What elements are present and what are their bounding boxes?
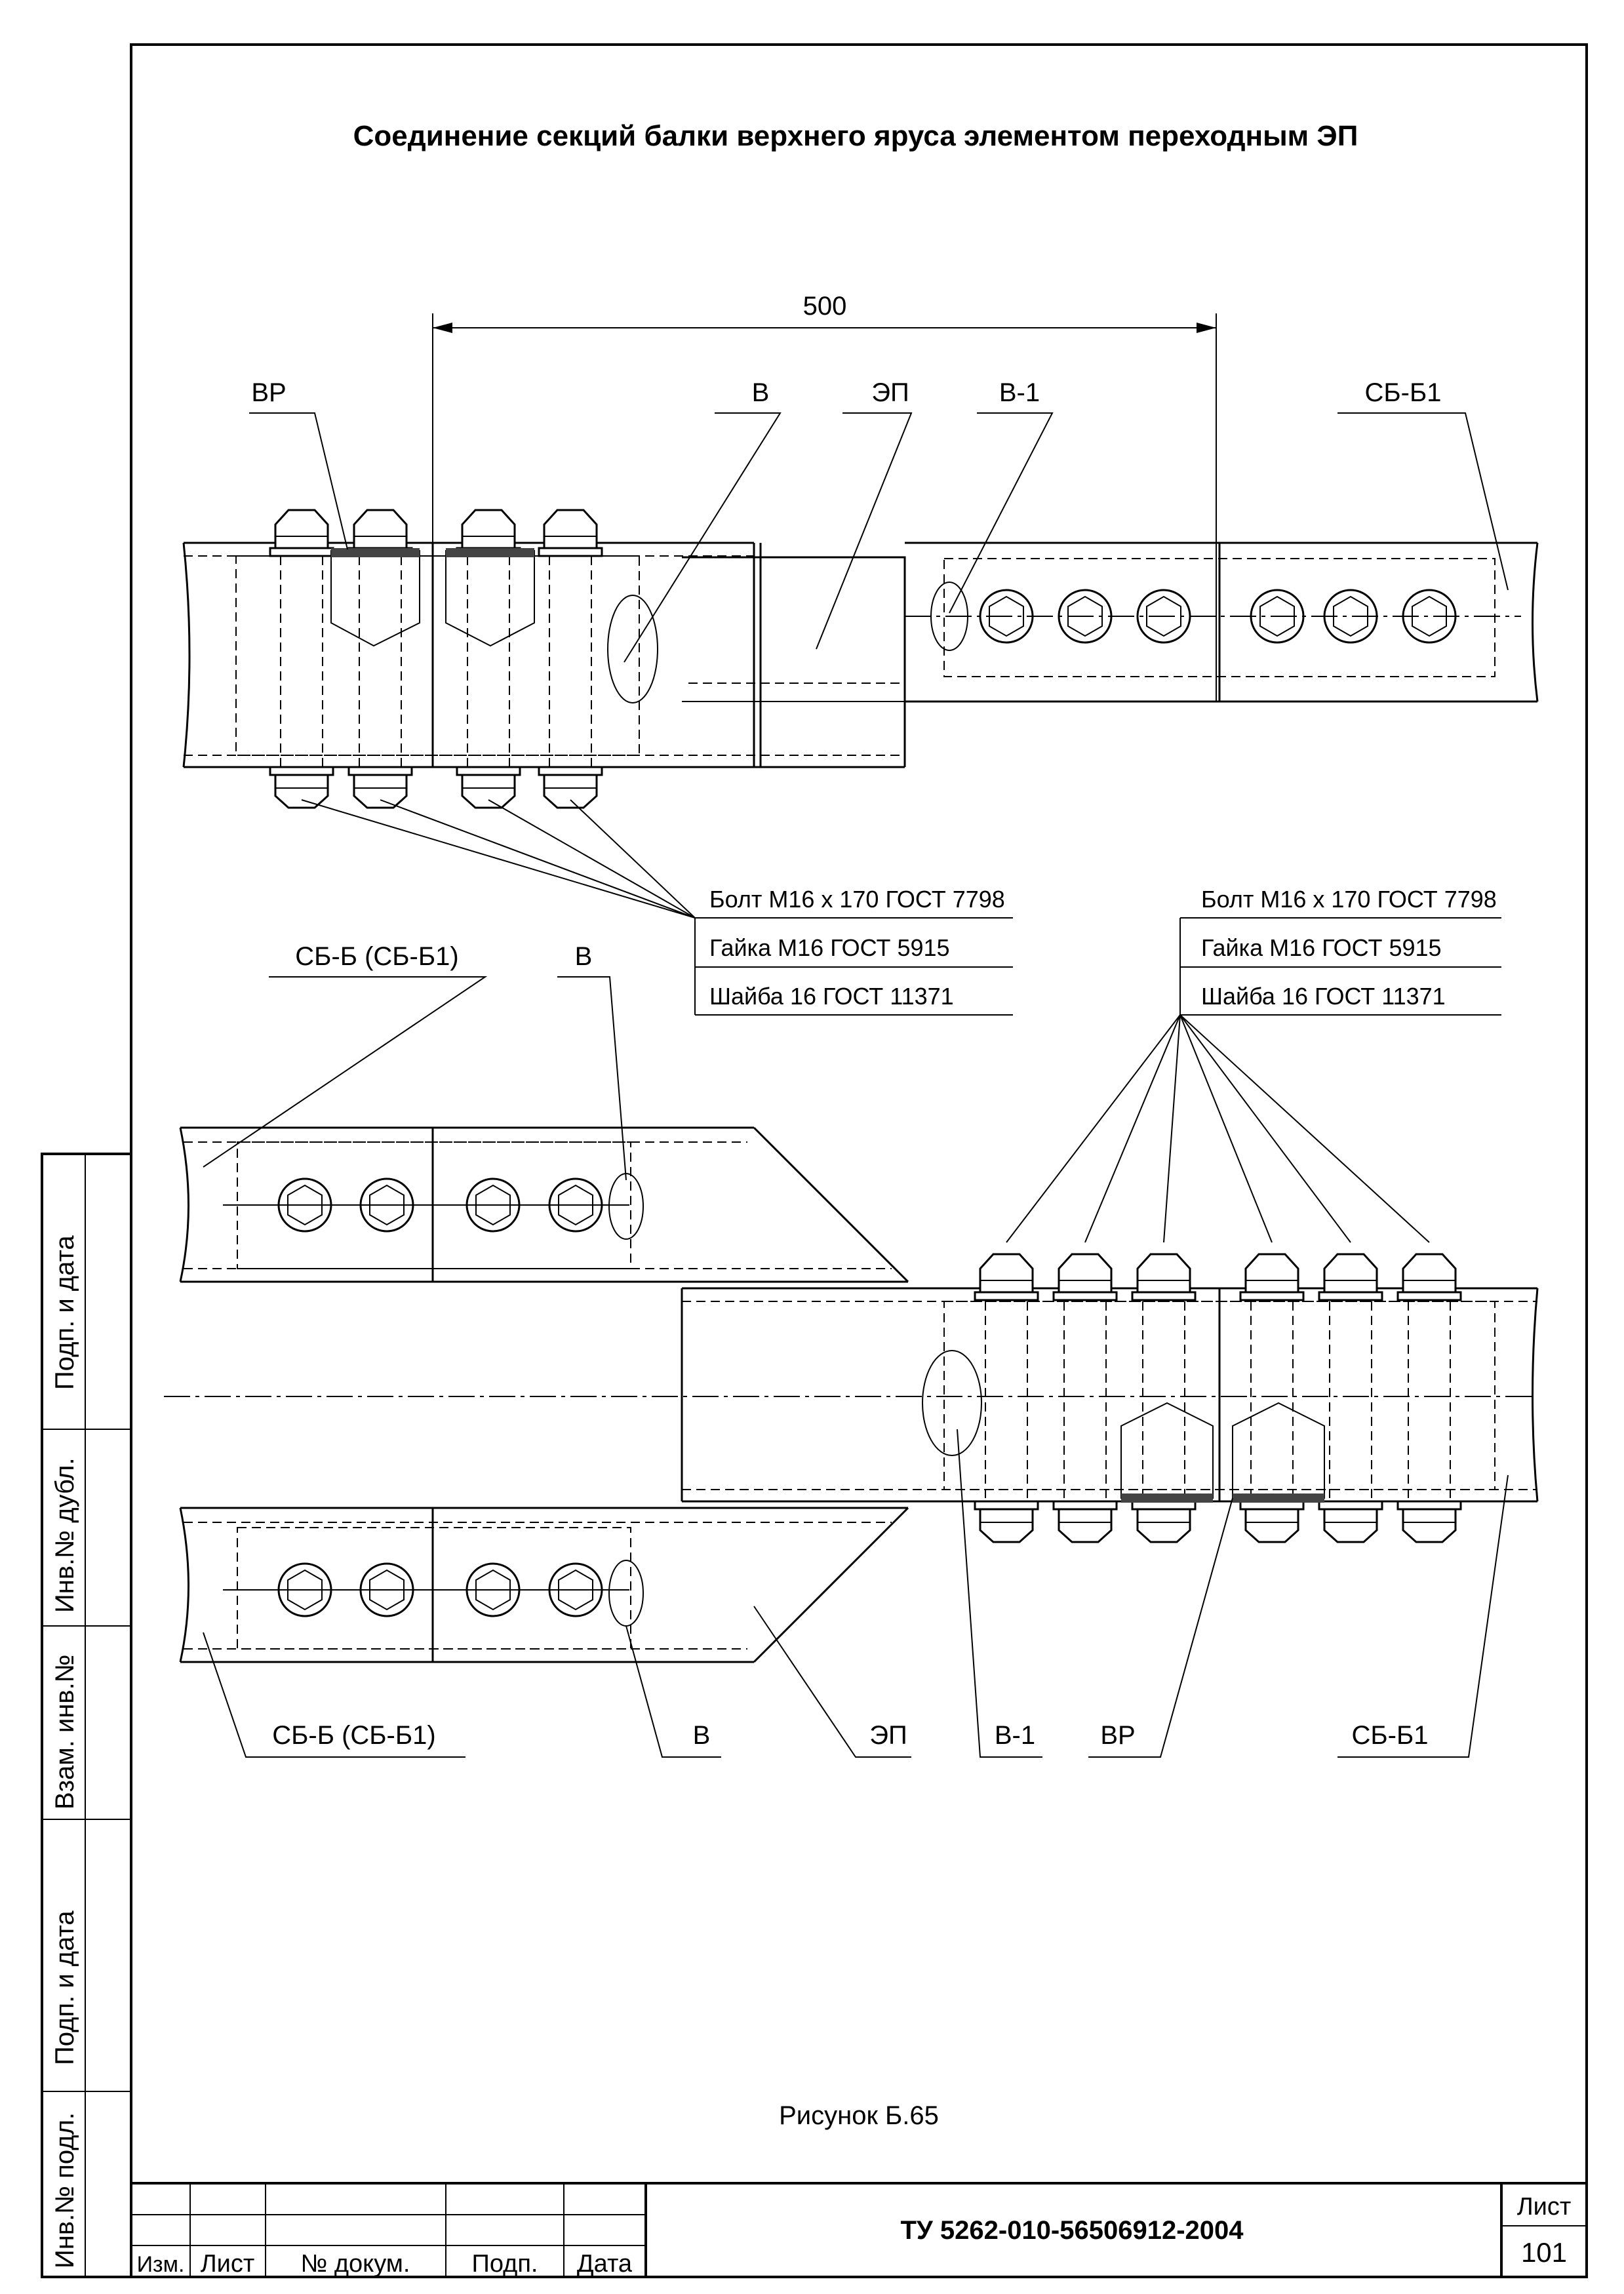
top-view: 500 (182, 292, 1539, 809)
tb-col-sign: Подп. (472, 2250, 538, 2278)
stamp-sign-date-2: Подп. и дата (50, 1910, 79, 2065)
title-block: Изм. Лист № докум. Подп. Дата ТУ 5262-01… (131, 2182, 1587, 2278)
spec-right-nut: Гайка М16 ГОСТ 5915 (1201, 934, 1442, 961)
spec-left-bolt: Болт М16 х 170 ГОСТ 7798 (709, 886, 1005, 913)
stamp-inv-dupl: Инв.№ дубл. (50, 1457, 79, 1613)
label-sbb-bottom: СБ-Б (СБ-Б1) (272, 1721, 435, 1750)
label-vr-top: ВР (251, 378, 286, 407)
spec-left: Болт М16 х 170 ГОСТ 7798 Гайка М16 ГОСТ … (301, 799, 1013, 1016)
label-v-top: В (752, 378, 770, 407)
stamp-inv-orig: Инв.№ подл. (50, 2112, 79, 2268)
label-v1-bottom: В-1 (995, 1721, 1035, 1750)
bottom-view: СБ-Б (СБ-Б1) В ЭП В-1 ВР СБ-Б1 (164, 1126, 1539, 1758)
tb-col-date: Дата (577, 2250, 633, 2278)
figure-caption: Рисунок Б.65 (779, 2101, 939, 2130)
tb-col-list: Лист (201, 2250, 255, 2278)
spec-left-nut: Гайка М16 ГОСТ 5915 (709, 934, 950, 961)
label-sbb-mid: СБ-Б (СБ-Б1) (295, 942, 458, 971)
spec-left-washer: Шайба 16 ГОСТ 11371 (709, 983, 954, 1010)
label-sbb1-bottom: СБ-Б1 (1352, 1721, 1429, 1750)
tb-col-doc: № докум. (301, 2250, 410, 2278)
label-v-mid: В (575, 942, 593, 971)
label-v1-top: В-1 (999, 378, 1040, 407)
spec-right-washer: Шайба 16 ГОСТ 11371 (1201, 983, 1446, 1010)
side-stamp-strip: Подп. и дата Инв.№ дубл. Взам. инв.№ Под… (41, 1153, 132, 2278)
spec-right-bolt: Болт М16 х 170 ГОСТ 7798 (1201, 886, 1497, 913)
label-v-bottom: В (693, 1721, 711, 1750)
sheet-number: 101 (1521, 2237, 1567, 2268)
label-vr-bottom: ВР (1100, 1721, 1135, 1750)
stamp-replace-inv: Взам. инв.№ (50, 1654, 79, 1809)
doc-code: ТУ 5262-010-56506912-2004 (900, 2216, 1244, 2245)
top-bolts (269, 509, 603, 809)
tb-col-izm: Изм. (137, 2252, 185, 2277)
label-ep-bottom: ЭП (869, 1721, 907, 1750)
sheet-label: Лист (1517, 2193, 1572, 2221)
label-ep-top: ЭП (871, 378, 909, 407)
drawing-title: Соединение секций балки верхнего яруса э… (353, 120, 1358, 152)
stamp-sign-date-1: Подп. и дата (50, 1235, 79, 1390)
label-sbb1-top: СБ-Б1 (1365, 378, 1442, 407)
dimension-500: 500 (803, 292, 847, 321)
spec-right: Болт М16 х 170 ГОСТ 7798 Гайка М16 ГОСТ … (1006, 886, 1501, 1243)
